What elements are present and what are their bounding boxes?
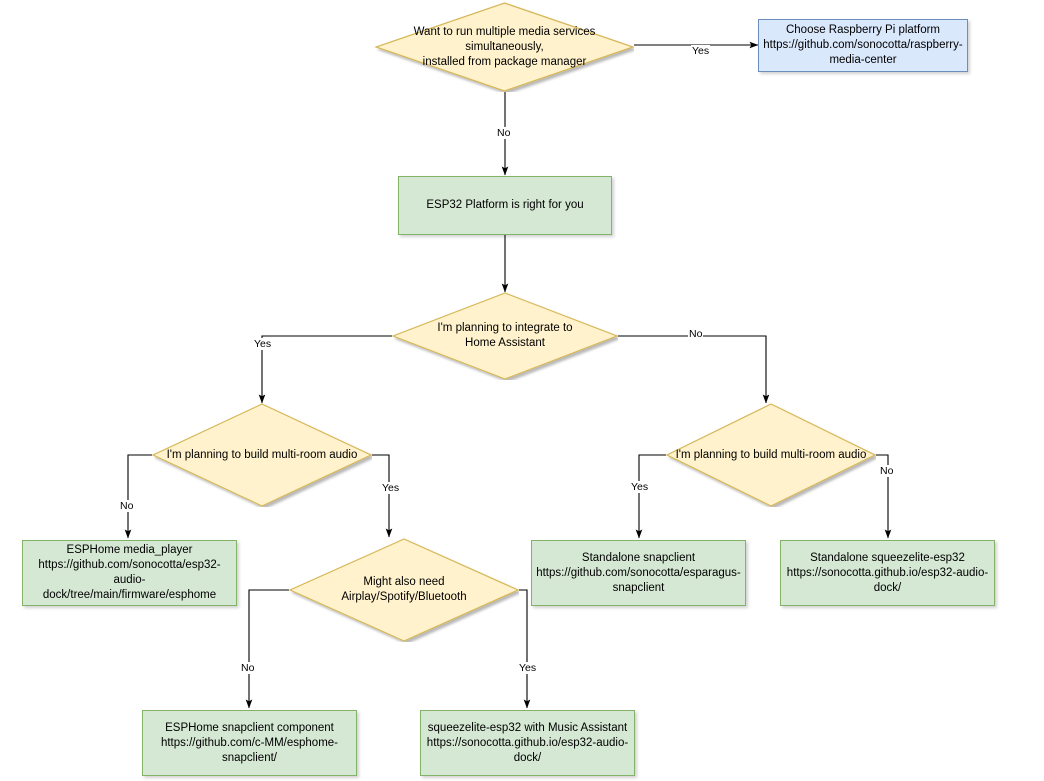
process-label: ESPHome media_player https://github.com/…	[38, 544, 221, 601]
edge-label-yes-airplay-decision: Yes	[381, 482, 401, 494]
diamond-shape	[152, 403, 372, 507]
decision-want-multiple-media-services[interactable]: Want to run multiple media services simu…	[375, 2, 634, 92]
edge-label-no-esp32: No	[496, 127, 512, 139]
process-label: squeezelite-esp32 with Music Assistant h…	[426, 721, 629, 764]
decision-multiroom-audio-left[interactable]: I'm planning to build multi-room audio	[152, 403, 372, 507]
edge-label-no-multiroom-right: No	[688, 328, 704, 340]
decision-multiroom-audio-right[interactable]: I'm planning to build multi-room audio	[666, 403, 876, 507]
decision-label: I'm planning to integrate to Home Assist…	[437, 322, 573, 349]
edge-label-no-esphome-media-player: No	[119, 500, 135, 512]
edge-label-no-standalone-squeezelite: No	[879, 465, 895, 477]
edge-label-yes-multiroom-left: Yes	[253, 338, 273, 350]
process-label: Standalone snapclient https://github.com…	[536, 551, 741, 594]
diamond-shape	[392, 292, 618, 380]
edge-label-yes-raspberry-pi: Yes	[691, 45, 711, 57]
process-esphome-media-player[interactable]: ESPHome media_player https://github.com/…	[22, 540, 237, 606]
process-esphome-snapclient-component[interactable]: ESPHome snapclient component https://git…	[142, 710, 357, 776]
process-label: ESP32 Platform is right for you	[426, 199, 584, 211]
decision-label: Might also need Airplay/Spotify/Bluetoot…	[341, 576, 467, 603]
process-label: Standalone squeezelite-esp32 https://son…	[786, 551, 989, 594]
process-label: ESPHome snapclient component https://git…	[160, 721, 339, 764]
process-label: Choose Raspberry Pi platform https://git…	[763, 24, 963, 66]
edge-label-yes-standalone-snapclient: Yes	[630, 481, 650, 493]
process-standalone-snapclient[interactable]: Standalone snapclient https://github.com…	[531, 540, 746, 606]
decision-label: I'm planning to build multi-room audio	[675, 448, 867, 461]
diamond-shape	[375, 2, 634, 92]
decision-label: Want to run multiple media services simu…	[413, 25, 596, 68]
edge-label-yes-squeezelite-music-assistant: Yes	[518, 662, 538, 674]
decision-label: I'm planning to build multi-room audio	[166, 448, 358, 461]
diamond-shape	[289, 538, 519, 642]
decision-integrate-home-assistant[interactable]: I'm planning to integrate to Home Assist…	[392, 292, 618, 380]
process-choose-raspberry-pi-platform[interactable]: Choose Raspberry Pi platform https://git…	[758, 19, 968, 72]
edge-label-no-esphome-snapclient: No	[240, 662, 256, 674]
process-standalone-squeezelite-esp32[interactable]: Standalone squeezelite-esp32 https://son…	[780, 540, 995, 606]
diamond-shape	[666, 403, 876, 507]
process-esp32-platform-right-for-you[interactable]: ESP32 Platform is right for you	[398, 176, 612, 235]
decision-airplay-spotify-bluetooth[interactable]: Might also need Airplay/Spotify/Bluetoot…	[289, 538, 519, 642]
process-squeezelite-esp32-music-assistant[interactable]: squeezelite-esp32 with Music Assistant h…	[420, 710, 635, 776]
